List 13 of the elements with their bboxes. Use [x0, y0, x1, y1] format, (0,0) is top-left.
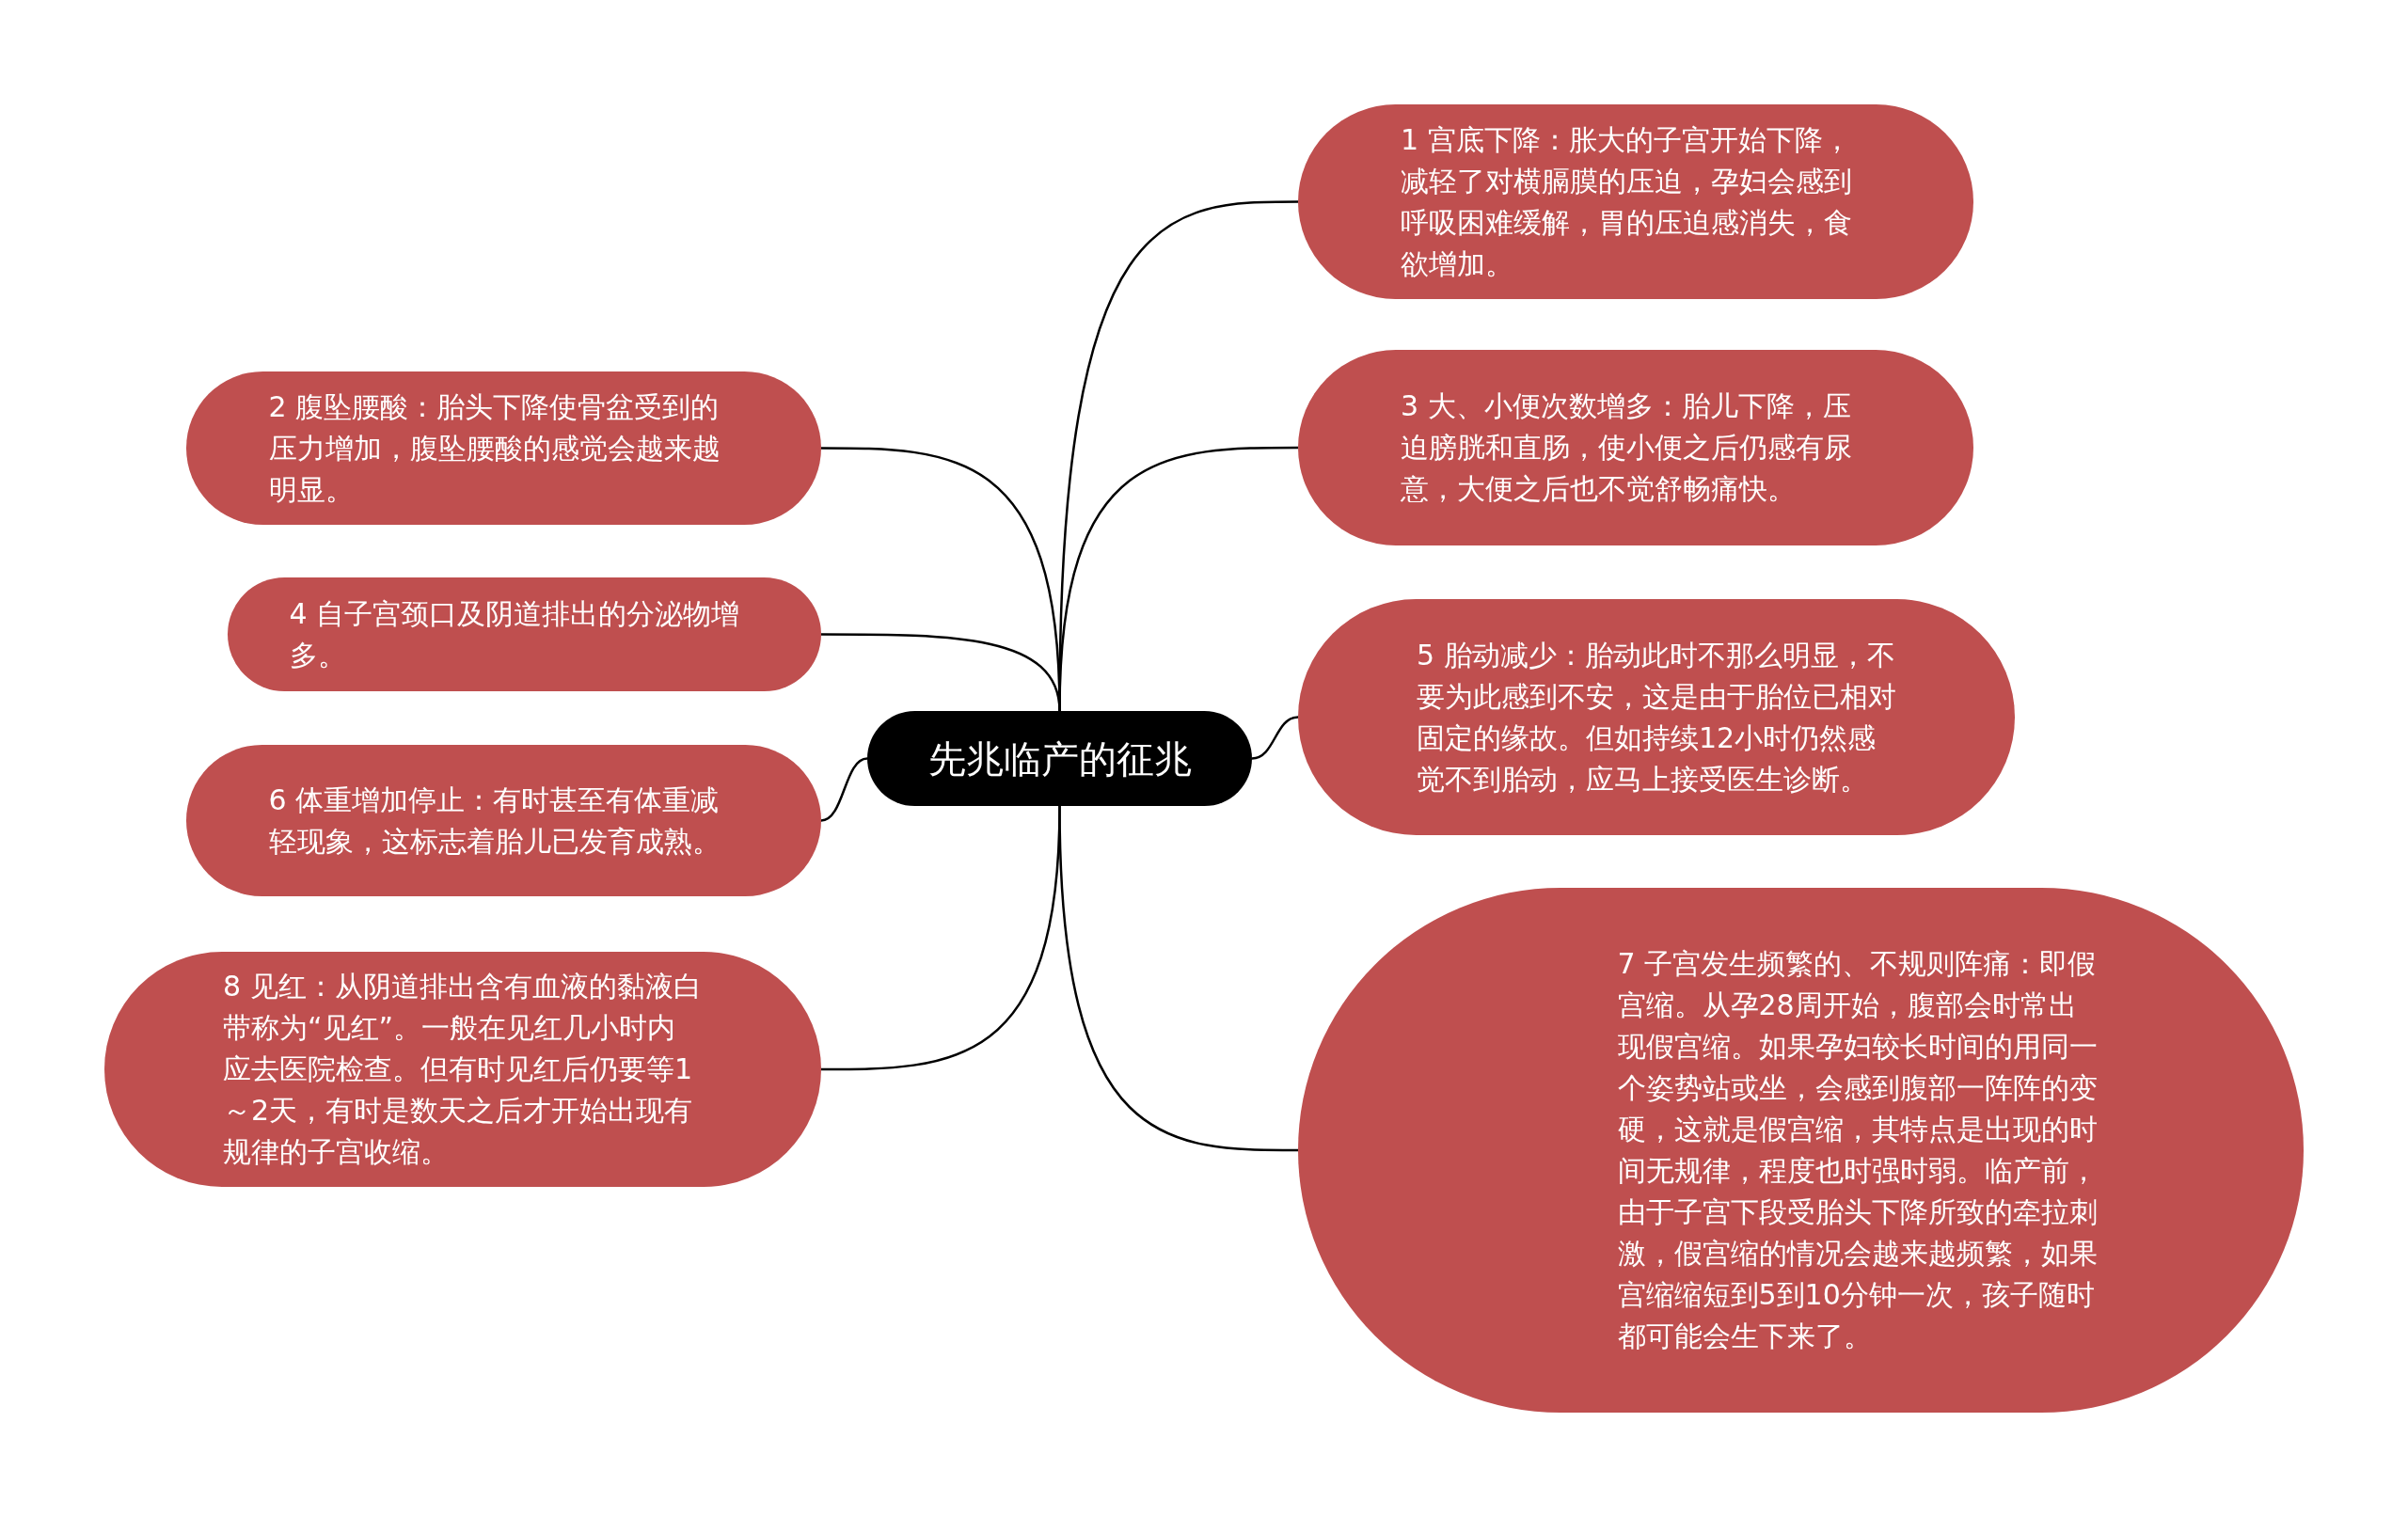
topic-text: 5 胎动减少：胎动此时不那么明显，不要为此感到不安，这是由于胎位已相对固定的缘故。但如持续12小时仍然感觉不到胎动，应马上接受医生诊断。	[1417, 637, 1896, 798]
topic-text: 8 见红：从阴道排出含有血液的黏液白带称为“见红”。一般在见红几小时内应去医院检查。但有时见红后仍要等1～2天，有时是数天之后才开始出现有规律的子宫收缩。	[223, 969, 703, 1170]
topic-text: 4 自子宫颈口及阴道排出的分泌物增多。	[289, 595, 741, 673]
topic-text: 7 子宫发生频繁的、不规则阵痛：即假宫缩。从孕28周开始，腹部会时常出现假宫缩。如果孕妇较长时间的用同一个姿势站或坐，会感到腹部一阵阵的变硬，这就是假宫缩，其特点是出现的时间无规律，程度也时强时弱。临产前，由于子宫下段受胎头下降所致的牵拉刺激，假宫缩的情况会越来越频繁，如果宫缩缩短到5到10分钟一次，孩子随时都可能会生下来了。	[1617, 946, 2098, 1354]
central-topic-text: 先兆临产的征兆	[927, 735, 1192, 782]
topic-text: 3 大、小便次数增多：胎儿下降，压迫膀胱和直肠，使小便之后仍感有尿意，大便之后也不觉舒畅痛快。	[1401, 388, 1853, 507]
connector-line	[1251, 716, 1299, 760]
connector-line	[821, 805, 1061, 1071]
topic-text: 2 腹坠腰酸：胎头下降使骨盆受到的压力增加，腹坠腰酸的感觉会越来越明显。	[268, 388, 721, 508]
topic-text: 1 宫底下降：胀大的子宫开始下降，减轻了对横膈膜的压迫，孕妇会感到呼吸困难缓解，胃的压迫感消失，食欲增加。	[1401, 121, 1853, 282]
connector-line	[820, 757, 868, 822]
connector-line	[821, 633, 1061, 712]
topic-text: 6 体重增加停止：有时甚至有体重减轻现象，这标志着胎儿已发育成熟。	[268, 782, 721, 860]
